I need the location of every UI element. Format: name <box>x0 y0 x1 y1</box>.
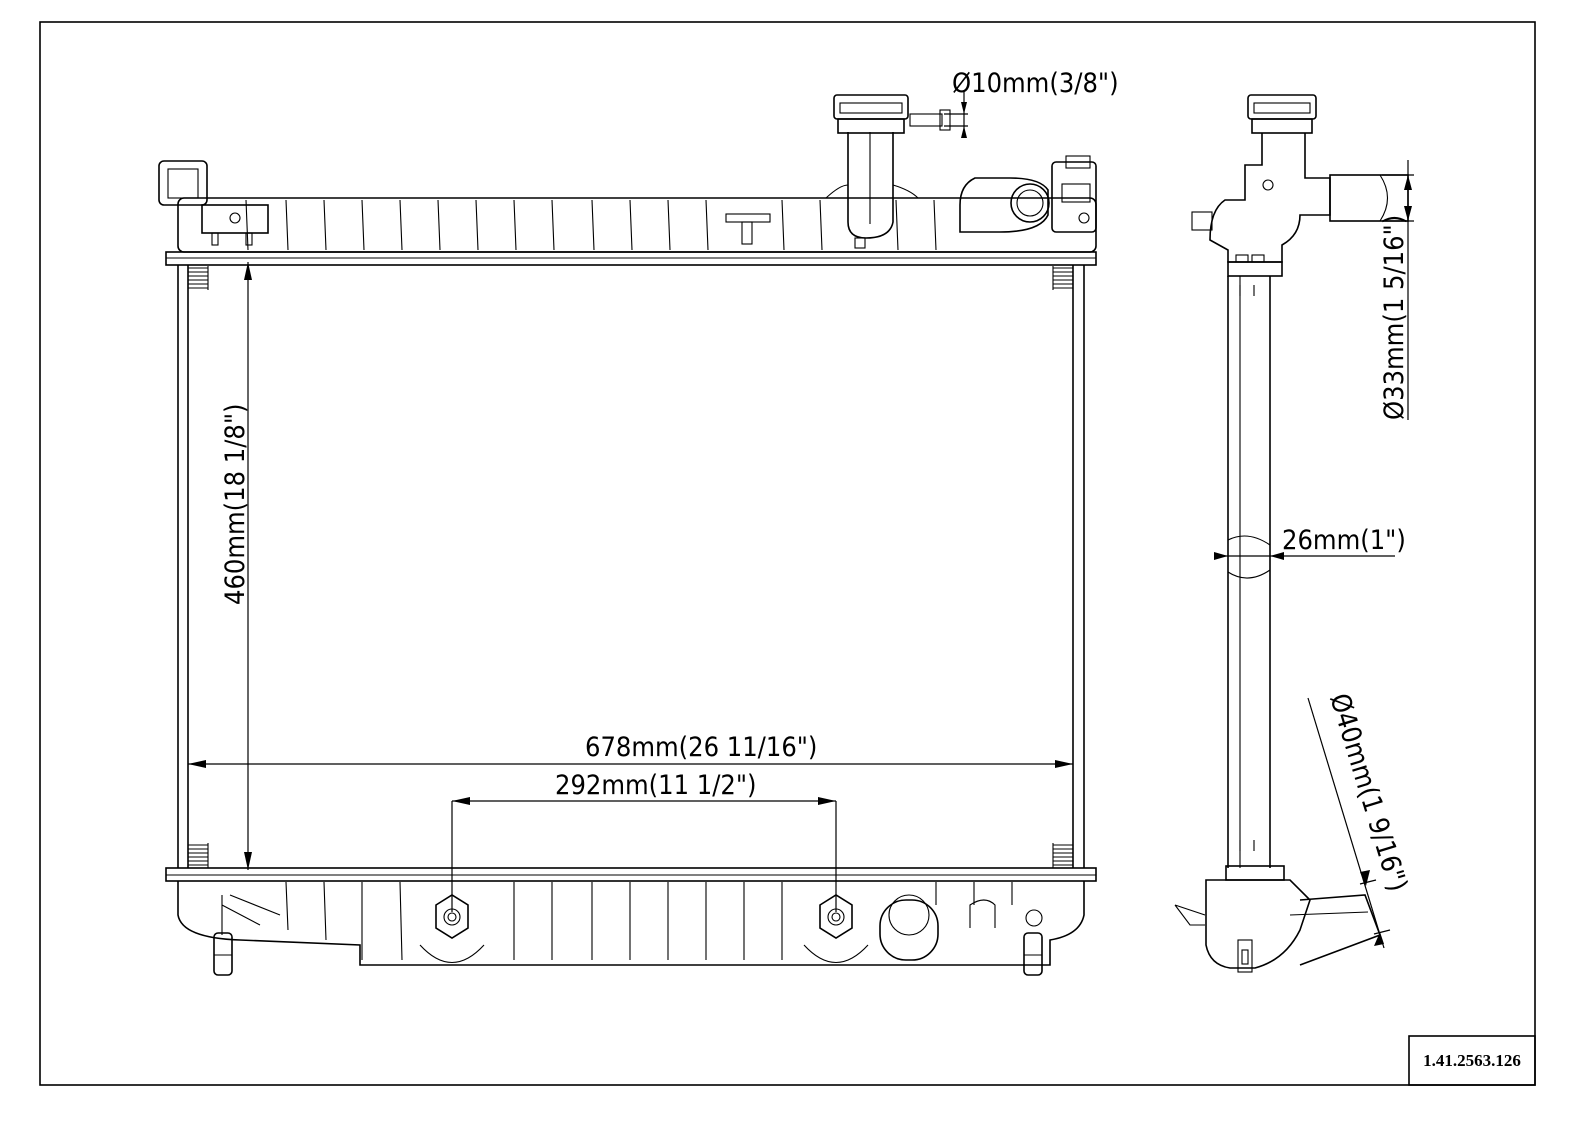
core-width-label: 678mm(26 11/16") <box>585 732 817 763</box>
spacing-dimension: 292mm(11 1/2") <box>451 770 837 912</box>
core-thickness-dimension: 26mm(1") <box>1214 525 1406 560</box>
core-thickness-label: 26mm(1") <box>1282 525 1406 556</box>
outlet-diameter-label: Ø10mm(3/8") <box>952 68 1119 99</box>
part-number-box <box>1408 1035 1536 1086</box>
fitting-spacing-label: 292mm(11 1/2") <box>555 770 757 801</box>
side-view: Ø33mm(1 5/16") 26mm(1") Ø40mm(1 9/16") <box>1174 94 1414 973</box>
width-dimension: 678mm(26 11/16") <box>188 732 1073 768</box>
core-height-label: 460mm(18 1/8") <box>220 403 251 605</box>
height-dimension: 460mm(18 1/8") <box>220 262 252 870</box>
radiator-core <box>177 265 1085 868</box>
bottom-header-tank <box>165 867 1097 976</box>
top-header-tank <box>158 94 1097 266</box>
drawing-border <box>39 21 1536 1086</box>
front-view: 460mm(18 1/8") 678mm(26 11/16") 292mm(11… <box>158 68 1119 976</box>
part-number: 1.41.2563.126 <box>1423 1051 1521 1070</box>
outlet-pipe-dimension: Ø40mm(1 9/16") <box>1307 690 1413 949</box>
inlet-diameter-dimension: Ø33mm(1 5/16") <box>1379 160 1414 420</box>
small-outlet-dimension: Ø10mm(3/8") <box>944 68 1119 138</box>
inlet-diameter-label: Ø33mm(1 5/16") <box>1379 215 1410 420</box>
